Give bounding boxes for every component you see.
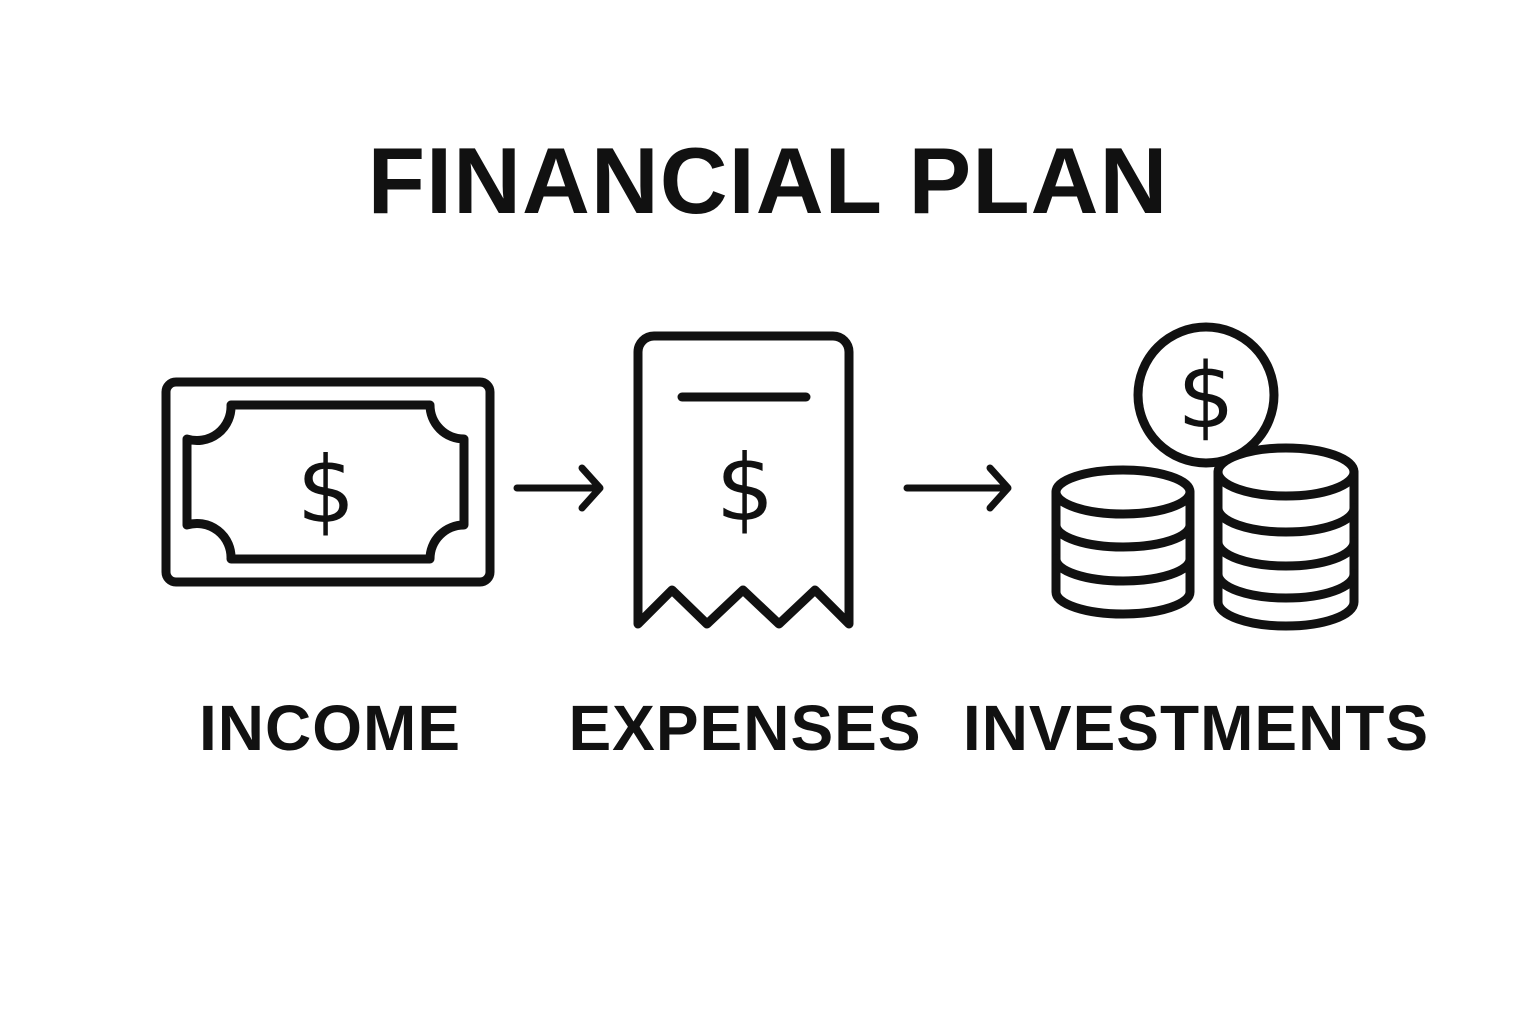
step-label-income: INCOME <box>199 692 461 764</box>
diagram-title: FINANCIAL PLAN <box>367 128 1169 233</box>
arrow-right-icon <box>903 464 1012 512</box>
step-label-investments: INVESTMENTS <box>962 692 1430 764</box>
coin-stacks-icon: $ <box>1051 322 1359 631</box>
arrow-right-icon <box>513 464 604 512</box>
banknote-icon: $ <box>161 377 495 587</box>
dollar-sign-icon: $ <box>716 435 775 542</box>
step-label-expenses: EXPENSES <box>568 692 922 764</box>
receipt-icon: $ <box>633 331 854 629</box>
dollar-sign-icon: $ <box>297 437 356 544</box>
dollar-sign-icon: $ <box>1177 344 1234 449</box>
